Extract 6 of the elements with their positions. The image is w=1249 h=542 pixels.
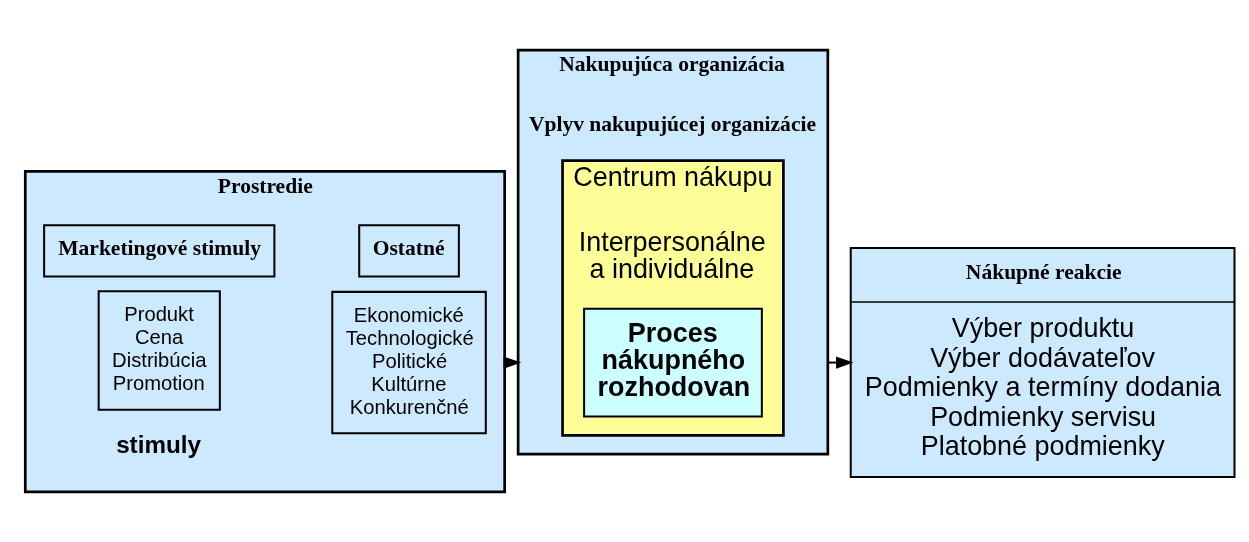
node-box: Ostatné	[358, 224, 460, 278]
node-box: Marketingové stimuly	[43, 224, 276, 278]
label: stimuly	[116, 431, 201, 459]
node-box: Produkt Cena Distribúcia Promotion	[97, 290, 221, 411]
node-box: Proces nákupného rozhodovan	[583, 307, 763, 418]
node-box: Ekonomické Technologické Politické Kultúrne Konkurenčné	[331, 290, 487, 435]
